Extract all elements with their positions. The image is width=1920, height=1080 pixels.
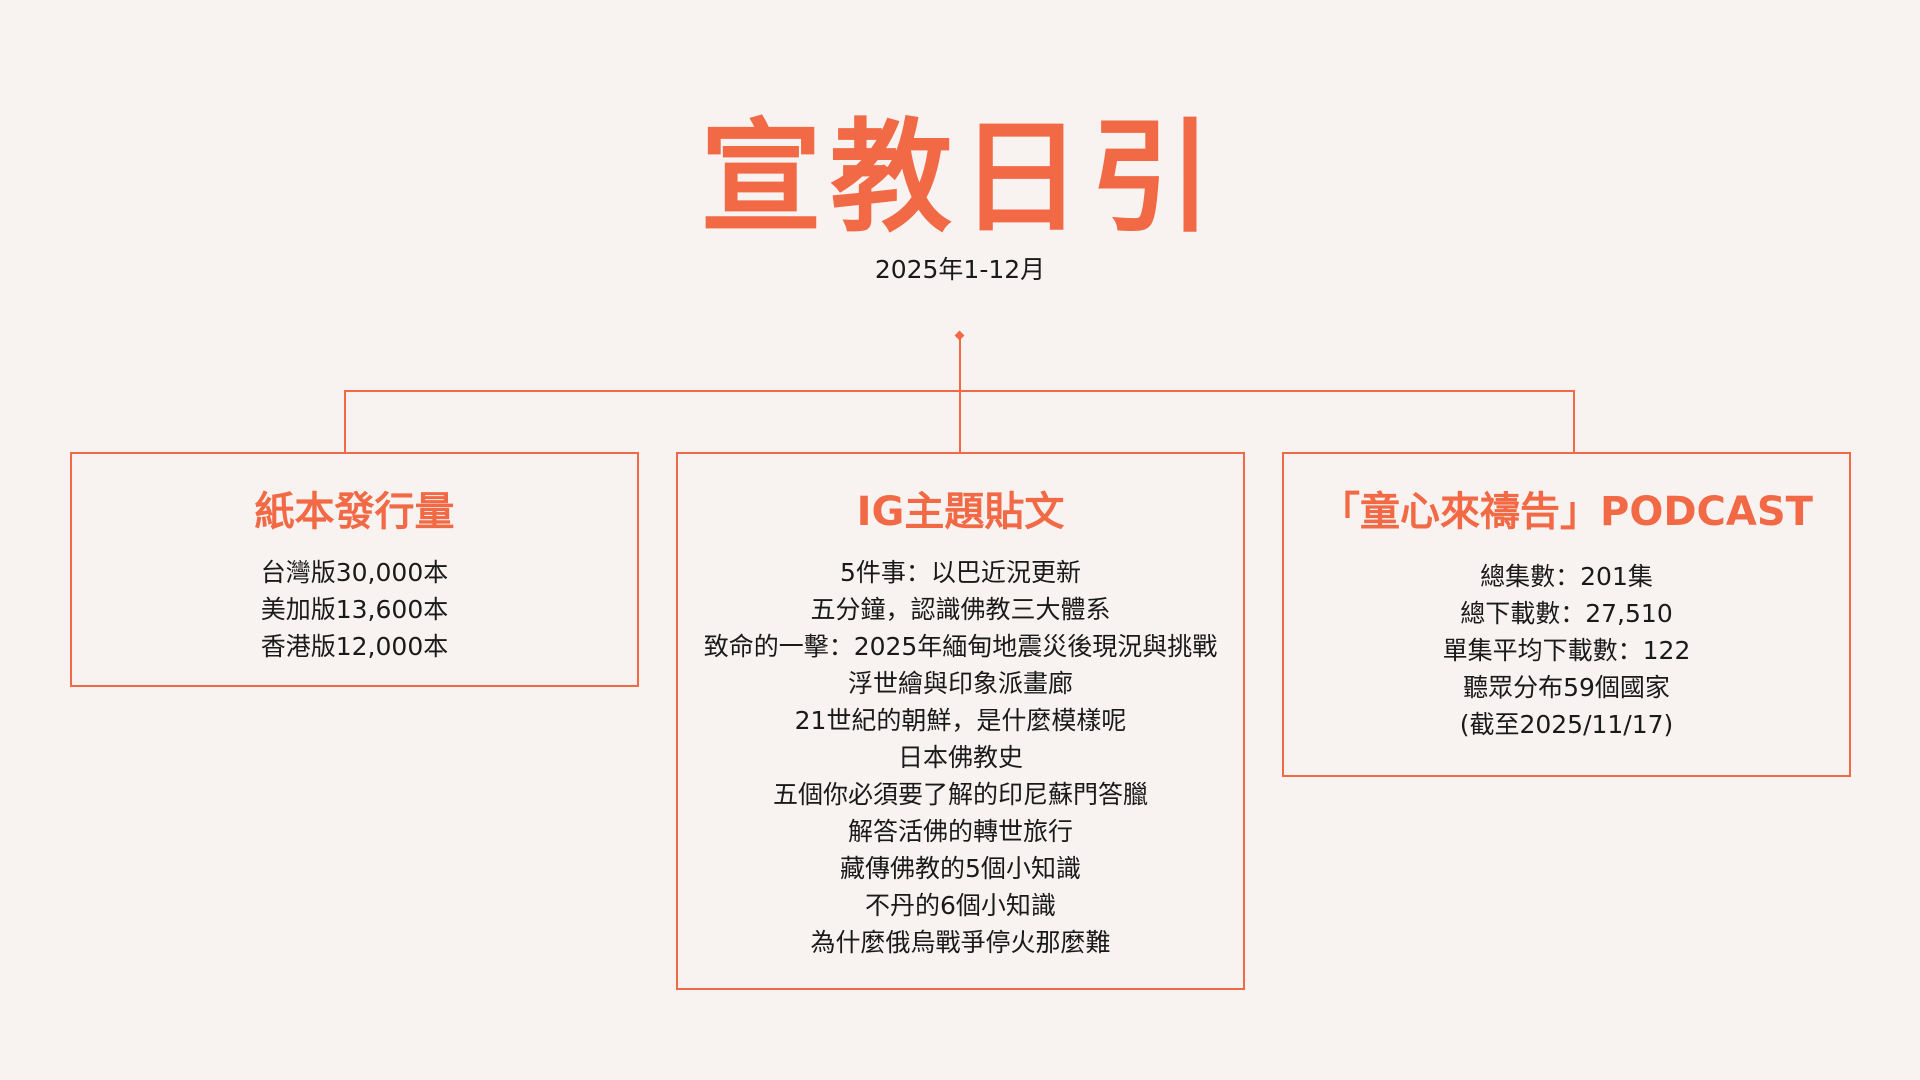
list-item: 為什麼俄烏戰爭停火那麼難: [810, 928, 1111, 957]
print-circulation-box: 紙本發行量 台灣版30,000本 美加版13,600本 香港版12,000本: [70, 452, 639, 687]
list-item: 香港版12,000本: [260, 632, 449, 661]
list-item: 不丹的6個小知識: [865, 891, 1056, 920]
list-item: 總下載數：27,510: [1460, 599, 1673, 628]
list-item: 解答活佛的轉世旅行: [847, 817, 1073, 846]
box-title: 「童心來禱告」PODCAST: [1320, 489, 1813, 535]
connector-trunk: [959, 336, 961, 452]
list-item: 美加版13,600本: [260, 595, 449, 624]
list-item: 致命的一擊：2025年緬甸地震災後現況與挑戰: [703, 632, 1218, 661]
list-item: 浮世繪與印象派畫廊: [847, 669, 1073, 698]
page-subtitle: 2025年1-12月: [874, 255, 1046, 284]
list-item: 五個你必須要了解的印尼蘇門答臘: [772, 780, 1148, 809]
connector-right: [1573, 390, 1575, 452]
connector-horizontal: [344, 390, 1575, 392]
list-item: 聽眾分布59個國家: [1463, 673, 1670, 702]
list-item: 日本佛教史: [897, 743, 1023, 772]
box-title: IG主題貼文: [856, 489, 1065, 535]
connector-left: [344, 390, 346, 452]
list-item: (截至2025/11/17): [1459, 710, 1674, 739]
list-item: 台灣版30,000本: [260, 558, 449, 587]
podcast-box: 「童心來禱告」PODCAST 總集數：201集 總下載數：27,510 單集平均…: [1282, 452, 1851, 777]
page-title: 宣教日引: [700, 107, 1220, 249]
ig-posts-box: IG主題貼文 5件事：以巴近況更新 五分鐘，認識佛教三大體系 致命的一擊：202…: [676, 452, 1245, 990]
list-item: 總集數：201集: [1480, 562, 1653, 591]
list-item: 5件事：以巴近況更新: [840, 558, 1081, 587]
list-item: 21世紀的朝鮮，是什麼模樣呢: [794, 706, 1127, 735]
list-item: 五分鐘，認識佛教三大體系: [810, 595, 1111, 624]
list-item: 單集平均下載數：122: [1442, 636, 1691, 665]
box-title: 紙本發行量: [254, 489, 455, 535]
list-item: 藏傳佛教的5個小知識: [840, 854, 1081, 883]
